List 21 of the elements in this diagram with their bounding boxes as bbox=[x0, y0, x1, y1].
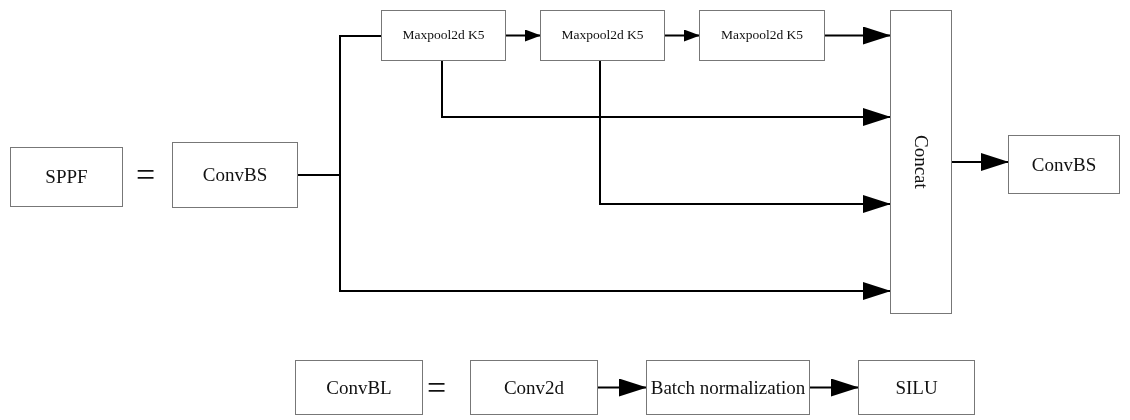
process-box: SILU bbox=[858, 360, 975, 415]
arrow bbox=[664, 29, 700, 42]
process-box: Maxpool2d K5 bbox=[540, 10, 665, 61]
equals-sign: = bbox=[427, 371, 447, 405]
arrow bbox=[597, 378, 647, 397]
equals-sign: = bbox=[136, 158, 156, 192]
process-box: Maxpool2d K5 bbox=[381, 10, 506, 61]
arrow bbox=[599, 60, 891, 213]
arrow bbox=[824, 26, 891, 45]
arrow bbox=[441, 60, 891, 126]
arrow bbox=[951, 153, 1009, 171]
process-box: ConvBS bbox=[1008, 135, 1120, 194]
process-box: Maxpool2d K5 bbox=[699, 10, 825, 61]
process-box: Concat bbox=[890, 10, 952, 314]
process-box: SPPF bbox=[10, 147, 123, 207]
process-box: ConvBL bbox=[295, 360, 423, 415]
process-box: Conv2d bbox=[470, 360, 598, 415]
arrow bbox=[809, 378, 859, 397]
arrow bbox=[505, 29, 541, 42]
process-box: ConvBS bbox=[172, 142, 298, 208]
process-box: Batch normalization bbox=[646, 360, 810, 415]
